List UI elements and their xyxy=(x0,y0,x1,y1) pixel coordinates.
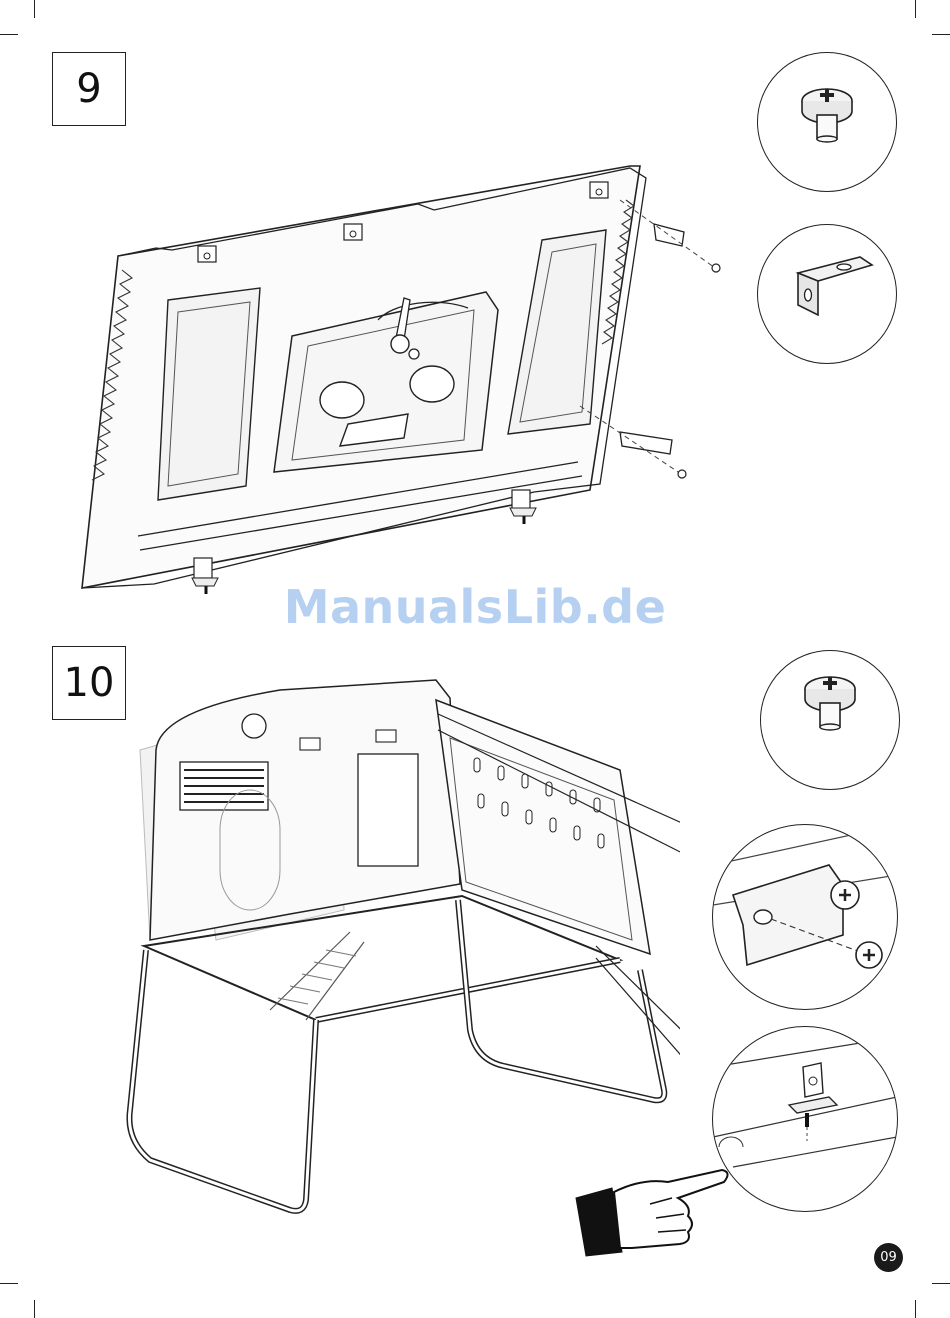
watermark: ManualsLib.de xyxy=(0,580,950,634)
step-number-box: 9 xyxy=(52,52,126,126)
crop-mark xyxy=(0,1283,18,1284)
crop-mark xyxy=(915,1300,916,1318)
crop-mark xyxy=(932,34,950,35)
page-number-badge: 09 xyxy=(874,1243,903,1272)
crop-mark xyxy=(0,34,18,35)
cart-assembly-illustration xyxy=(120,670,680,1240)
screw-icon xyxy=(758,53,896,191)
bracket-icon xyxy=(713,1027,897,1211)
crop-mark xyxy=(915,0,916,18)
foot-detail-zoom-circle xyxy=(712,1026,898,1212)
bracket-icon xyxy=(758,225,896,363)
step-number: 10 xyxy=(64,660,115,706)
step-number-box: 10 xyxy=(52,646,126,720)
bracket-detail-zoom-circle xyxy=(712,824,898,1010)
step-number: 9 xyxy=(76,66,101,112)
page-number: 09 xyxy=(880,1250,897,1265)
bracket-icon xyxy=(713,825,897,1009)
crop-mark xyxy=(34,0,35,18)
tv-back-panel-illustration xyxy=(78,160,758,600)
screw-icon xyxy=(761,651,899,789)
pointing-hand-icon xyxy=(572,1158,732,1258)
bracket-zoom-circle xyxy=(757,224,897,364)
screw-zoom-circle xyxy=(760,650,900,790)
screw-zoom-circle xyxy=(757,52,897,192)
crop-mark xyxy=(34,1300,35,1318)
crop-mark xyxy=(932,1283,950,1284)
